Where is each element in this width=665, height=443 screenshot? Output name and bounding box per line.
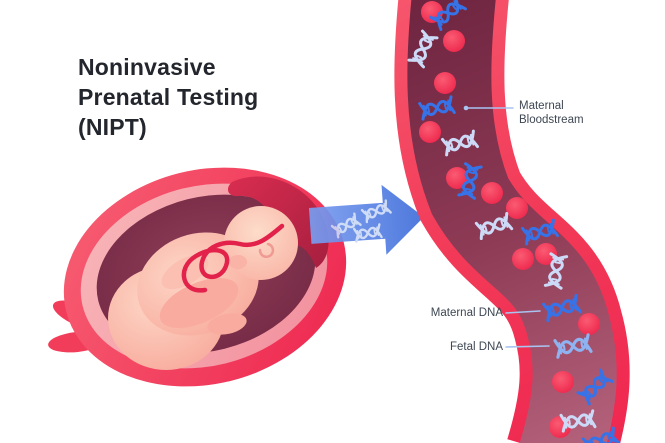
red-blood-cell-icon [578, 313, 600, 335]
umbilical-cord [181, 223, 285, 293]
uterus-illustration [48, 167, 347, 387]
title-line-3: (NIPT) [78, 114, 147, 140]
red-blood-cell-icon [443, 30, 465, 52]
red-blood-cell-icon [552, 371, 574, 393]
maternal-dna-pointer [505, 310, 541, 314]
red-blood-cell-icon [535, 243, 557, 265]
blood-vessel [394, 0, 630, 443]
red-blood-cell-icon [512, 248, 534, 270]
red-blood-cell-icon [446, 167, 468, 189]
placenta [227, 176, 329, 268]
maternal-bloodstream-label: Maternal Bloodstream [519, 100, 584, 127]
fetal-dna-label: Fetal DNA [449, 341, 503, 353]
fetus-illustration [108, 206, 298, 370]
pointer-dot [463, 105, 469, 111]
pointer-lines [463, 105, 550, 348]
red-blood-cell-icon [506, 197, 528, 219]
transfer-arrow [308, 184, 424, 255]
fetus-ear [258, 242, 275, 259]
maternal-dna-label: Maternal DNA [430, 307, 503, 319]
red-blood-cell-icon [419, 121, 441, 143]
red-blood-cell-icon [434, 72, 456, 94]
title-line-1: Noninvasive [78, 54, 216, 80]
red-blood-cell-icon [481, 182, 503, 204]
page-title: Noninvasive Prenatal Testing (NIPT) [78, 52, 258, 142]
title-line-2: Prenatal Testing [78, 84, 259, 110]
vessel-contents [407, 0, 621, 443]
fetus-face [229, 255, 247, 269]
fetal-dna-pointer [505, 345, 550, 348]
